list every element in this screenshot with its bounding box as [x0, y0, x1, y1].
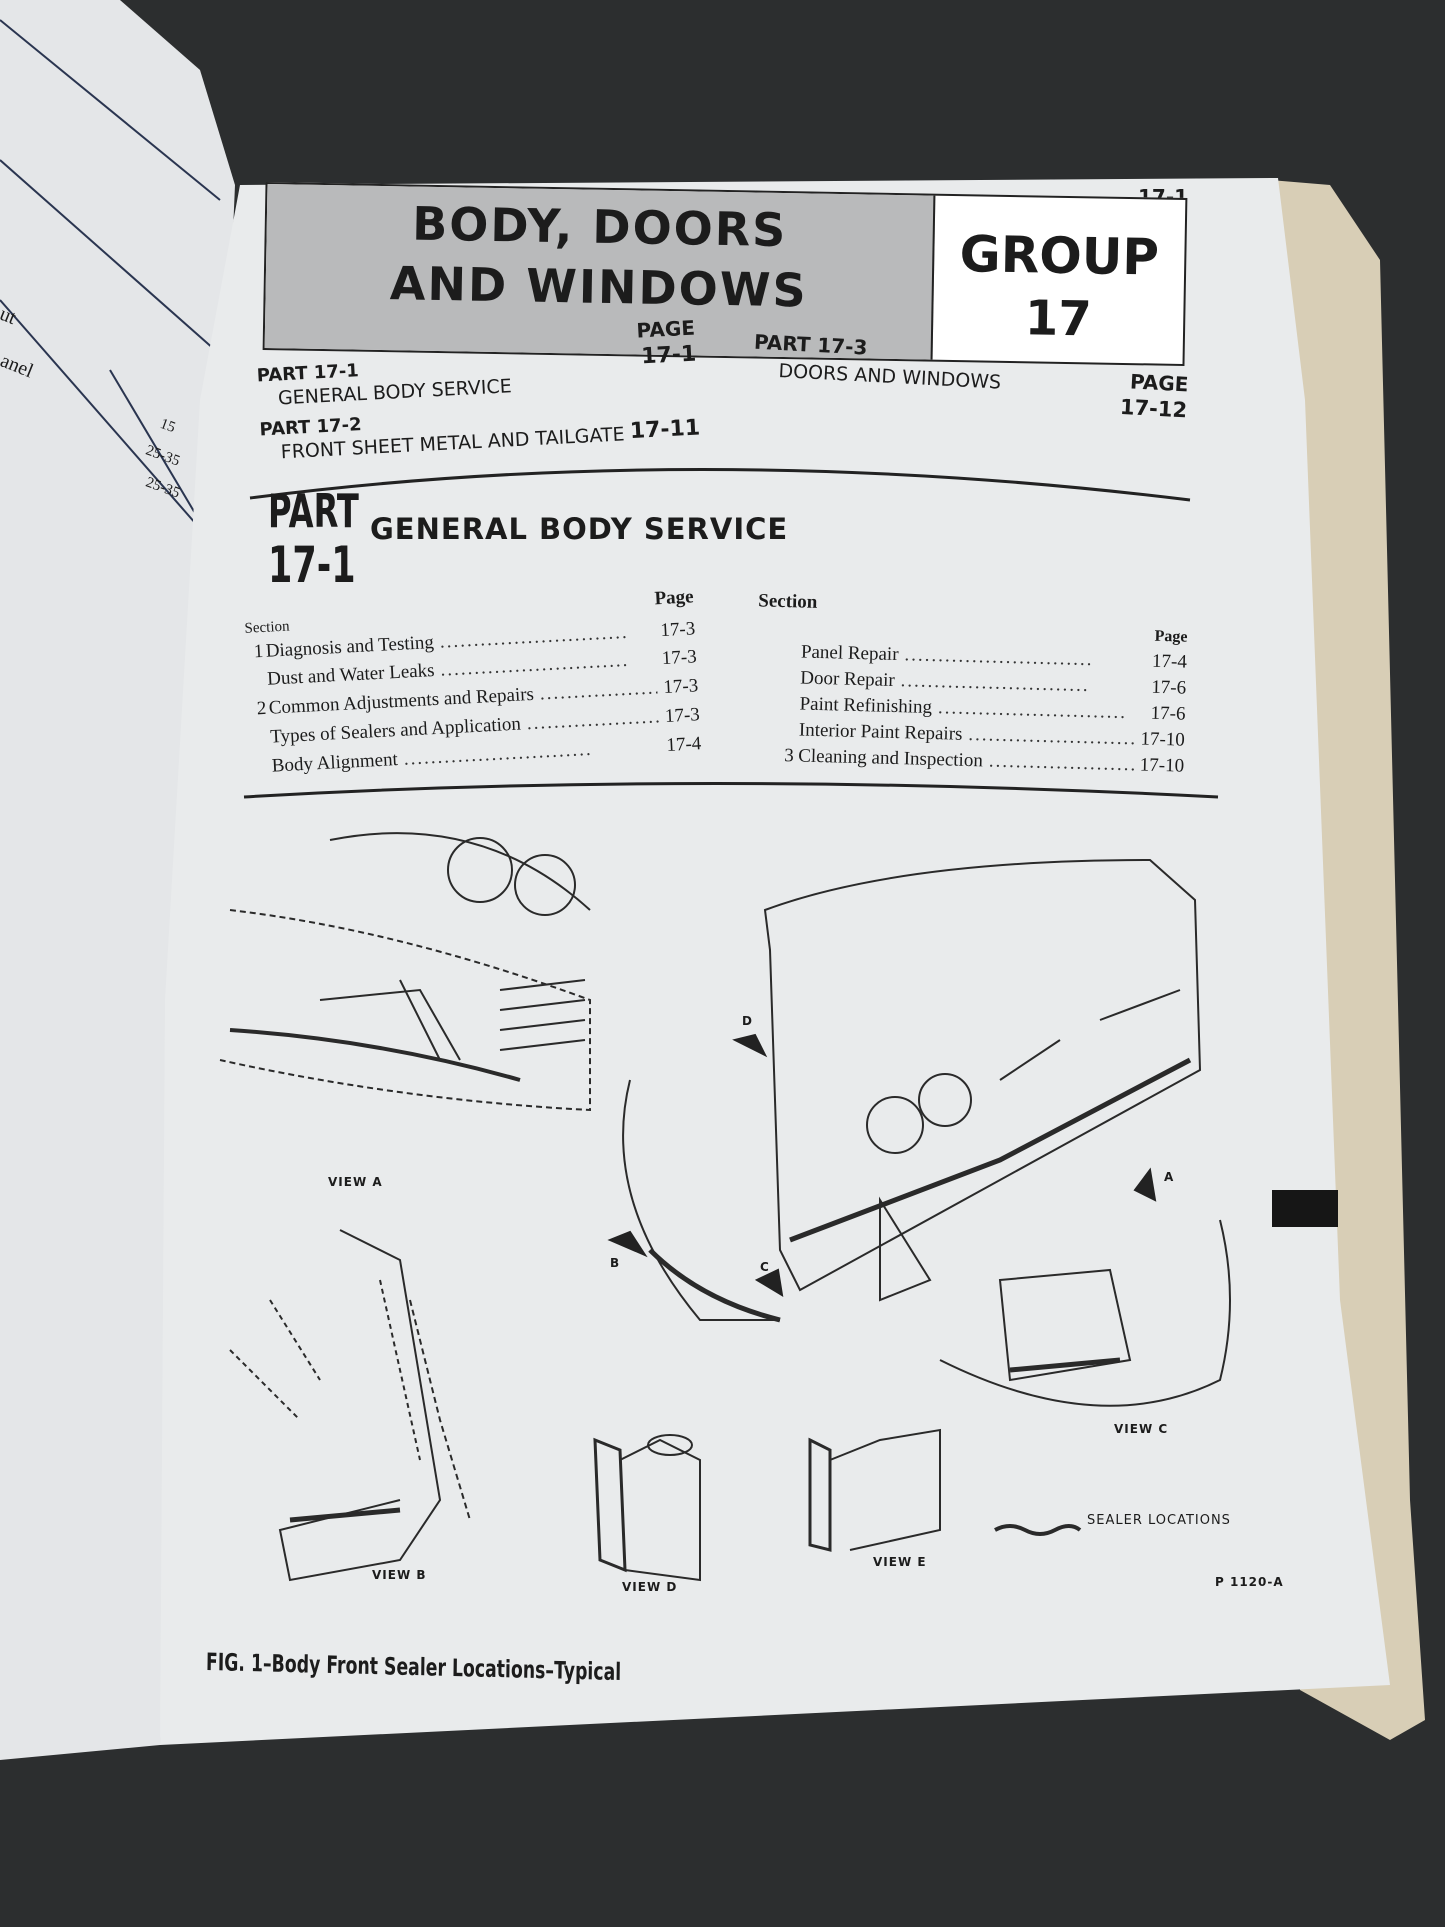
front-body-drawing [622, 858, 1202, 1323]
part-title: GENERAL BODY SERVICE [370, 512, 789, 546]
view-b-drawing [229, 1229, 471, 1582]
view-e-drawing [808, 1428, 941, 1552]
part-word: PART [268, 484, 359, 538]
view-a-label: VIEW A [328, 1175, 383, 1189]
view-c-label: VIEW C [1114, 1422, 1169, 1436]
view-e-label: VIEW E [873, 1555, 927, 1569]
sealer-legend-line [994, 1524, 1082, 1536]
arrows [607, 1033, 1157, 1297]
sealer-legend-label: SEALER LOCATIONS [1087, 1513, 1231, 1528]
view-a-drawing [219, 832, 591, 1112]
view-b-label: VIEW B [372, 1568, 427, 1582]
arrow-b-label: B [610, 1256, 621, 1270]
arrow-c-label: C [760, 1260, 770, 1274]
view-c-drawing [939, 1219, 1231, 1407]
figure-code: P 1120-A [1215, 1575, 1284, 1589]
right-page [160, 178, 1390, 1745]
arrow-a-label: A [1164, 1170, 1175, 1184]
part-number: 17-1 [268, 536, 356, 594]
view-d-drawing [593, 1434, 701, 1582]
thumb-tab [1272, 1190, 1338, 1227]
arrow-d-label: D [742, 1014, 753, 1028]
view-d-label: VIEW D [622, 1580, 678, 1594]
